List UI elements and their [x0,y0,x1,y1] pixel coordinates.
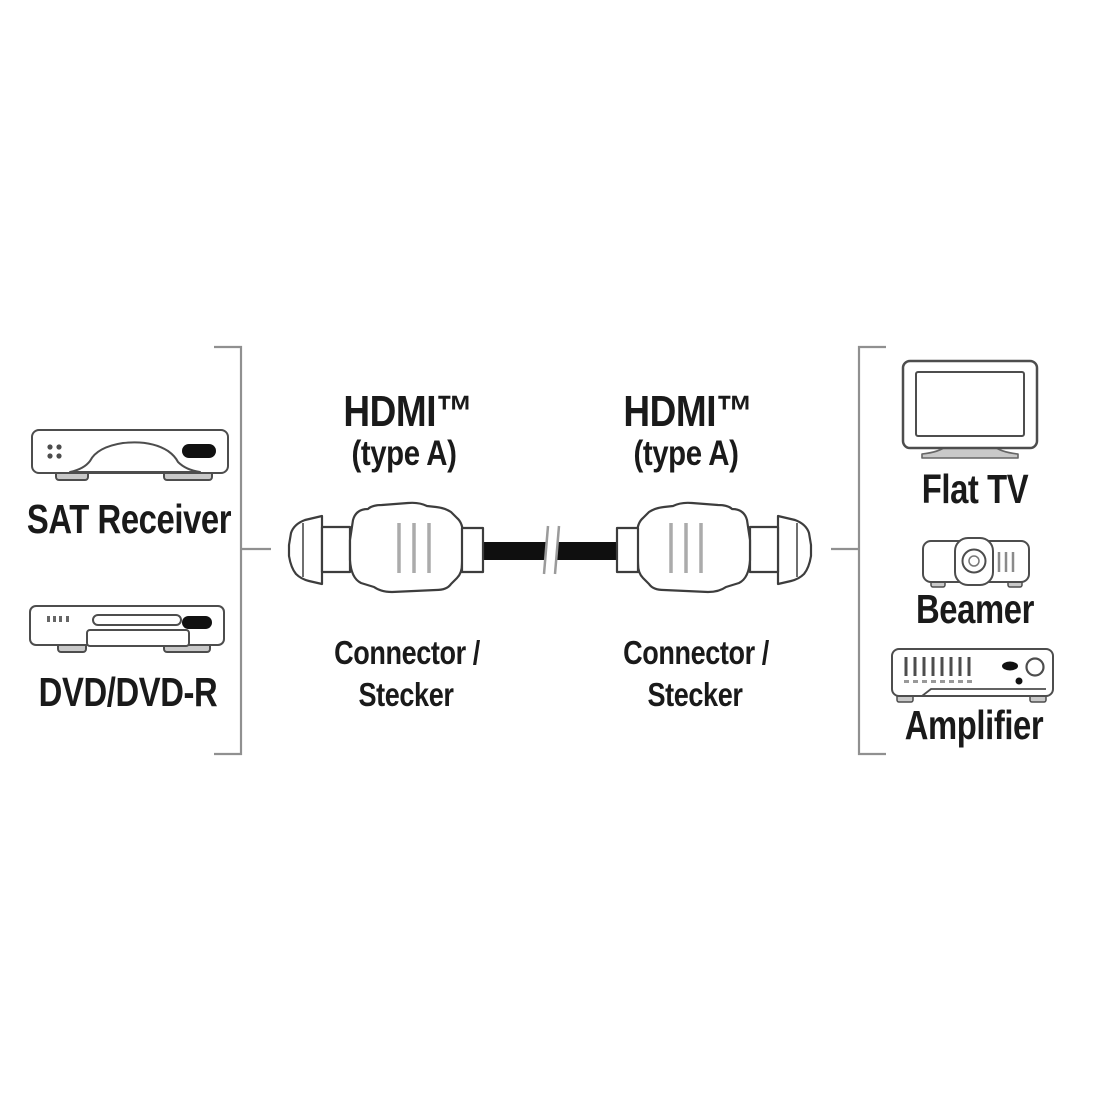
sat-receiver-icon [31,429,229,481]
flat-tv-label: Flat TV [921,466,1029,512]
right-bracket [831,345,886,756]
amplifier-icon [891,648,1054,703]
hdmi-cable-icon [478,525,622,575]
amplifier-label: Amplifier [904,702,1044,748]
hdmi-subtitle-left: (type A) [351,434,457,473]
left-bracket [214,345,271,756]
connector-caption-left-line1: Connector / [334,634,480,671]
sat-receiver-label: SAT Receiver [26,496,232,542]
beamer-icon [922,537,1030,588]
hdmi-subtitle-right: (type A) [633,434,739,473]
connector-caption-left-line2: Stecker [358,676,454,713]
beamer-label: Beamer [916,586,1034,632]
connector-caption-right-line1: Connector / [623,634,769,671]
hdmi-connector-right-icon [615,501,813,594]
dvd-player-icon [29,605,225,653]
hdmi-title-left: HDMI™ [343,387,473,436]
connector-caption-right-line2: Stecker [647,676,743,713]
dvd-player-label: DVD/DVD-R [38,669,218,715]
hdmi-title-right: HDMI™ [623,387,753,436]
flat-tv-icon [901,359,1039,459]
hdmi-connector-left-icon [287,501,485,594]
